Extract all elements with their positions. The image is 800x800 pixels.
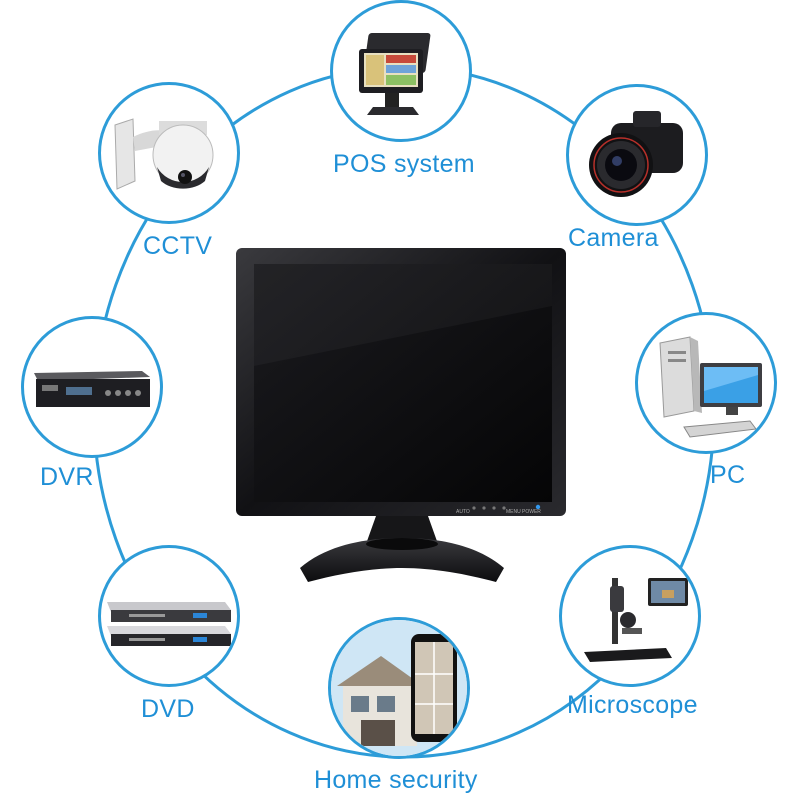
pos-system-node [330,0,472,142]
cctv-dome-camera-icon [114,118,214,190]
dvd-label: DVD [141,695,195,723]
auto-button-label: AUTO [456,509,470,515]
power-button-label: POWER [522,509,541,515]
desktop-pc-icon [659,336,762,438]
microscope-node [559,545,701,687]
dvd-node [98,545,240,687]
lcd-monitor-icon: AUTO MENU POWER [236,248,566,582]
pc-node [635,312,777,454]
home-security-icon [331,620,467,756]
home-security-node [328,617,470,759]
cctv-label: CCTV [143,232,213,260]
menu-button-label: MENU [506,509,521,515]
dvr-node [21,316,163,458]
pos-terminal-icon [359,33,431,115]
dvr-recorder-icon [34,371,150,407]
camera-label: Camera [568,224,659,252]
monitor-buttons: AUTO MENU POWER [456,504,541,515]
camera-node [566,84,708,226]
dslr-camera-icon [589,111,683,197]
digital-microscope-icon [584,578,688,662]
microscope-label: Microscope [567,691,698,719]
dvr-label: DVR [40,463,94,491]
dvd-player-icon [107,602,231,646]
home-security-label: Home security [314,766,478,794]
pos-system-label: POS system [333,150,475,178]
cctv-node [98,82,240,224]
pc-label: PC [710,461,746,489]
